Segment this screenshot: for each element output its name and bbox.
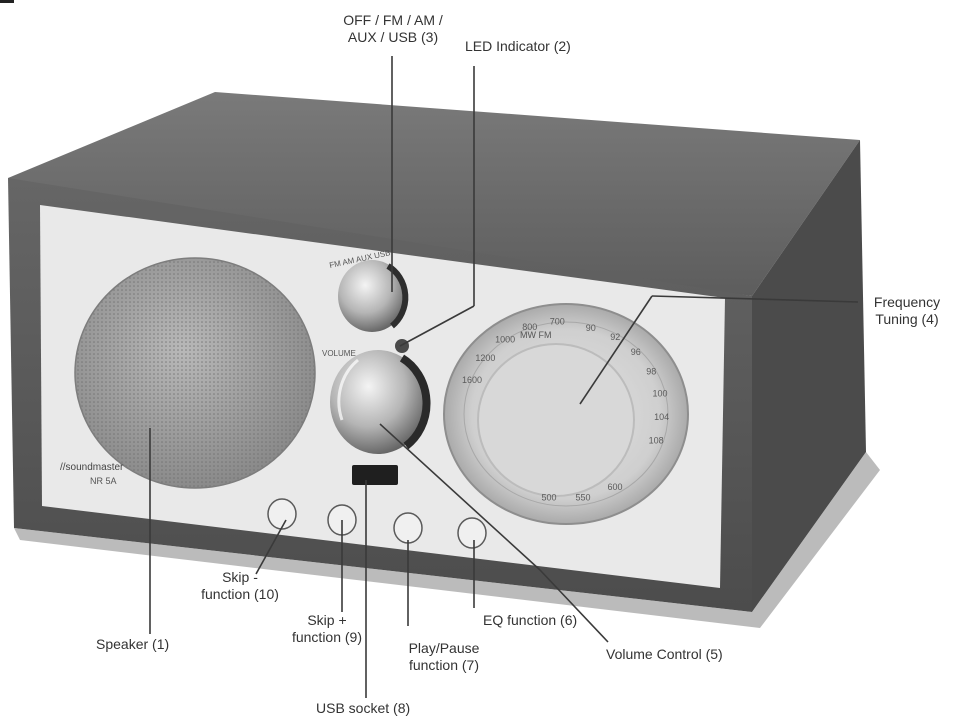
dial-number: 108	[649, 435, 664, 445]
panel-volume-text: VOLUME	[322, 349, 356, 358]
panel-band-text: MW FM	[520, 330, 552, 340]
callout-lines	[149, 56, 859, 698]
volume-knob	[330, 350, 431, 454]
dial-number: 800	[522, 322, 537, 332]
label-led-indicator: LED Indicator (2)	[465, 38, 571, 54]
mode-knob	[338, 260, 409, 332]
label-speaker: Speaker (1)	[96, 636, 170, 652]
brand-model: NR 5A	[90, 476, 117, 486]
led-indicator	[395, 339, 409, 353]
label-skip-plus: Skip + function (9)	[291, 612, 363, 645]
label-skip-minus: Skip - function (10)	[201, 569, 279, 602]
dial-number: 550	[575, 493, 590, 503]
label-volume-control: Volume Control (5)	[606, 646, 723, 662]
line-skip-minus	[255, 519, 287, 575]
cabinet-top	[8, 92, 860, 296]
line-frequency	[579, 295, 653, 405]
label-usb-socket: USB socket (8)	[316, 700, 411, 716]
front-buttons	[267, 498, 487, 549]
usb-socket	[352, 465, 398, 485]
dial-number: 500	[541, 493, 556, 503]
speaker-grill	[74, 257, 316, 489]
label-frequency-tuning: Frequency Tuning (4)	[873, 294, 941, 327]
dial-number: 98	[646, 366, 656, 376]
label-mode-switch: OFF / FM / AM / AUX / USB (3)	[343, 12, 443, 45]
label-eq-function: EQ function (6)	[483, 612, 578, 628]
line-frequency-h	[651, 295, 859, 303]
tuning-dial	[443, 303, 689, 525]
dial-number: 92	[610, 332, 620, 342]
cabinet-side	[752, 140, 866, 612]
dial-number: 1200	[475, 353, 495, 363]
dial-number: 1000	[495, 335, 515, 345]
dial-number: 104	[654, 412, 669, 422]
line-volume-b	[539, 569, 609, 643]
dial-number: 600	[607, 482, 622, 492]
label-play-pause: Play/Pause function (7)	[408, 640, 480, 673]
dial-number: 90	[586, 323, 596, 333]
brand-name: //soundmaster	[60, 462, 124, 473]
line-volume-a	[379, 423, 541, 571]
corner-mark	[0, 0, 14, 3]
dial-number: 100	[652, 389, 667, 399]
dial-number: 96	[631, 347, 641, 357]
dial-number: 700	[550, 316, 565, 326]
dial-number: 1600	[462, 375, 482, 385]
line-led-diag	[399, 305, 475, 347]
